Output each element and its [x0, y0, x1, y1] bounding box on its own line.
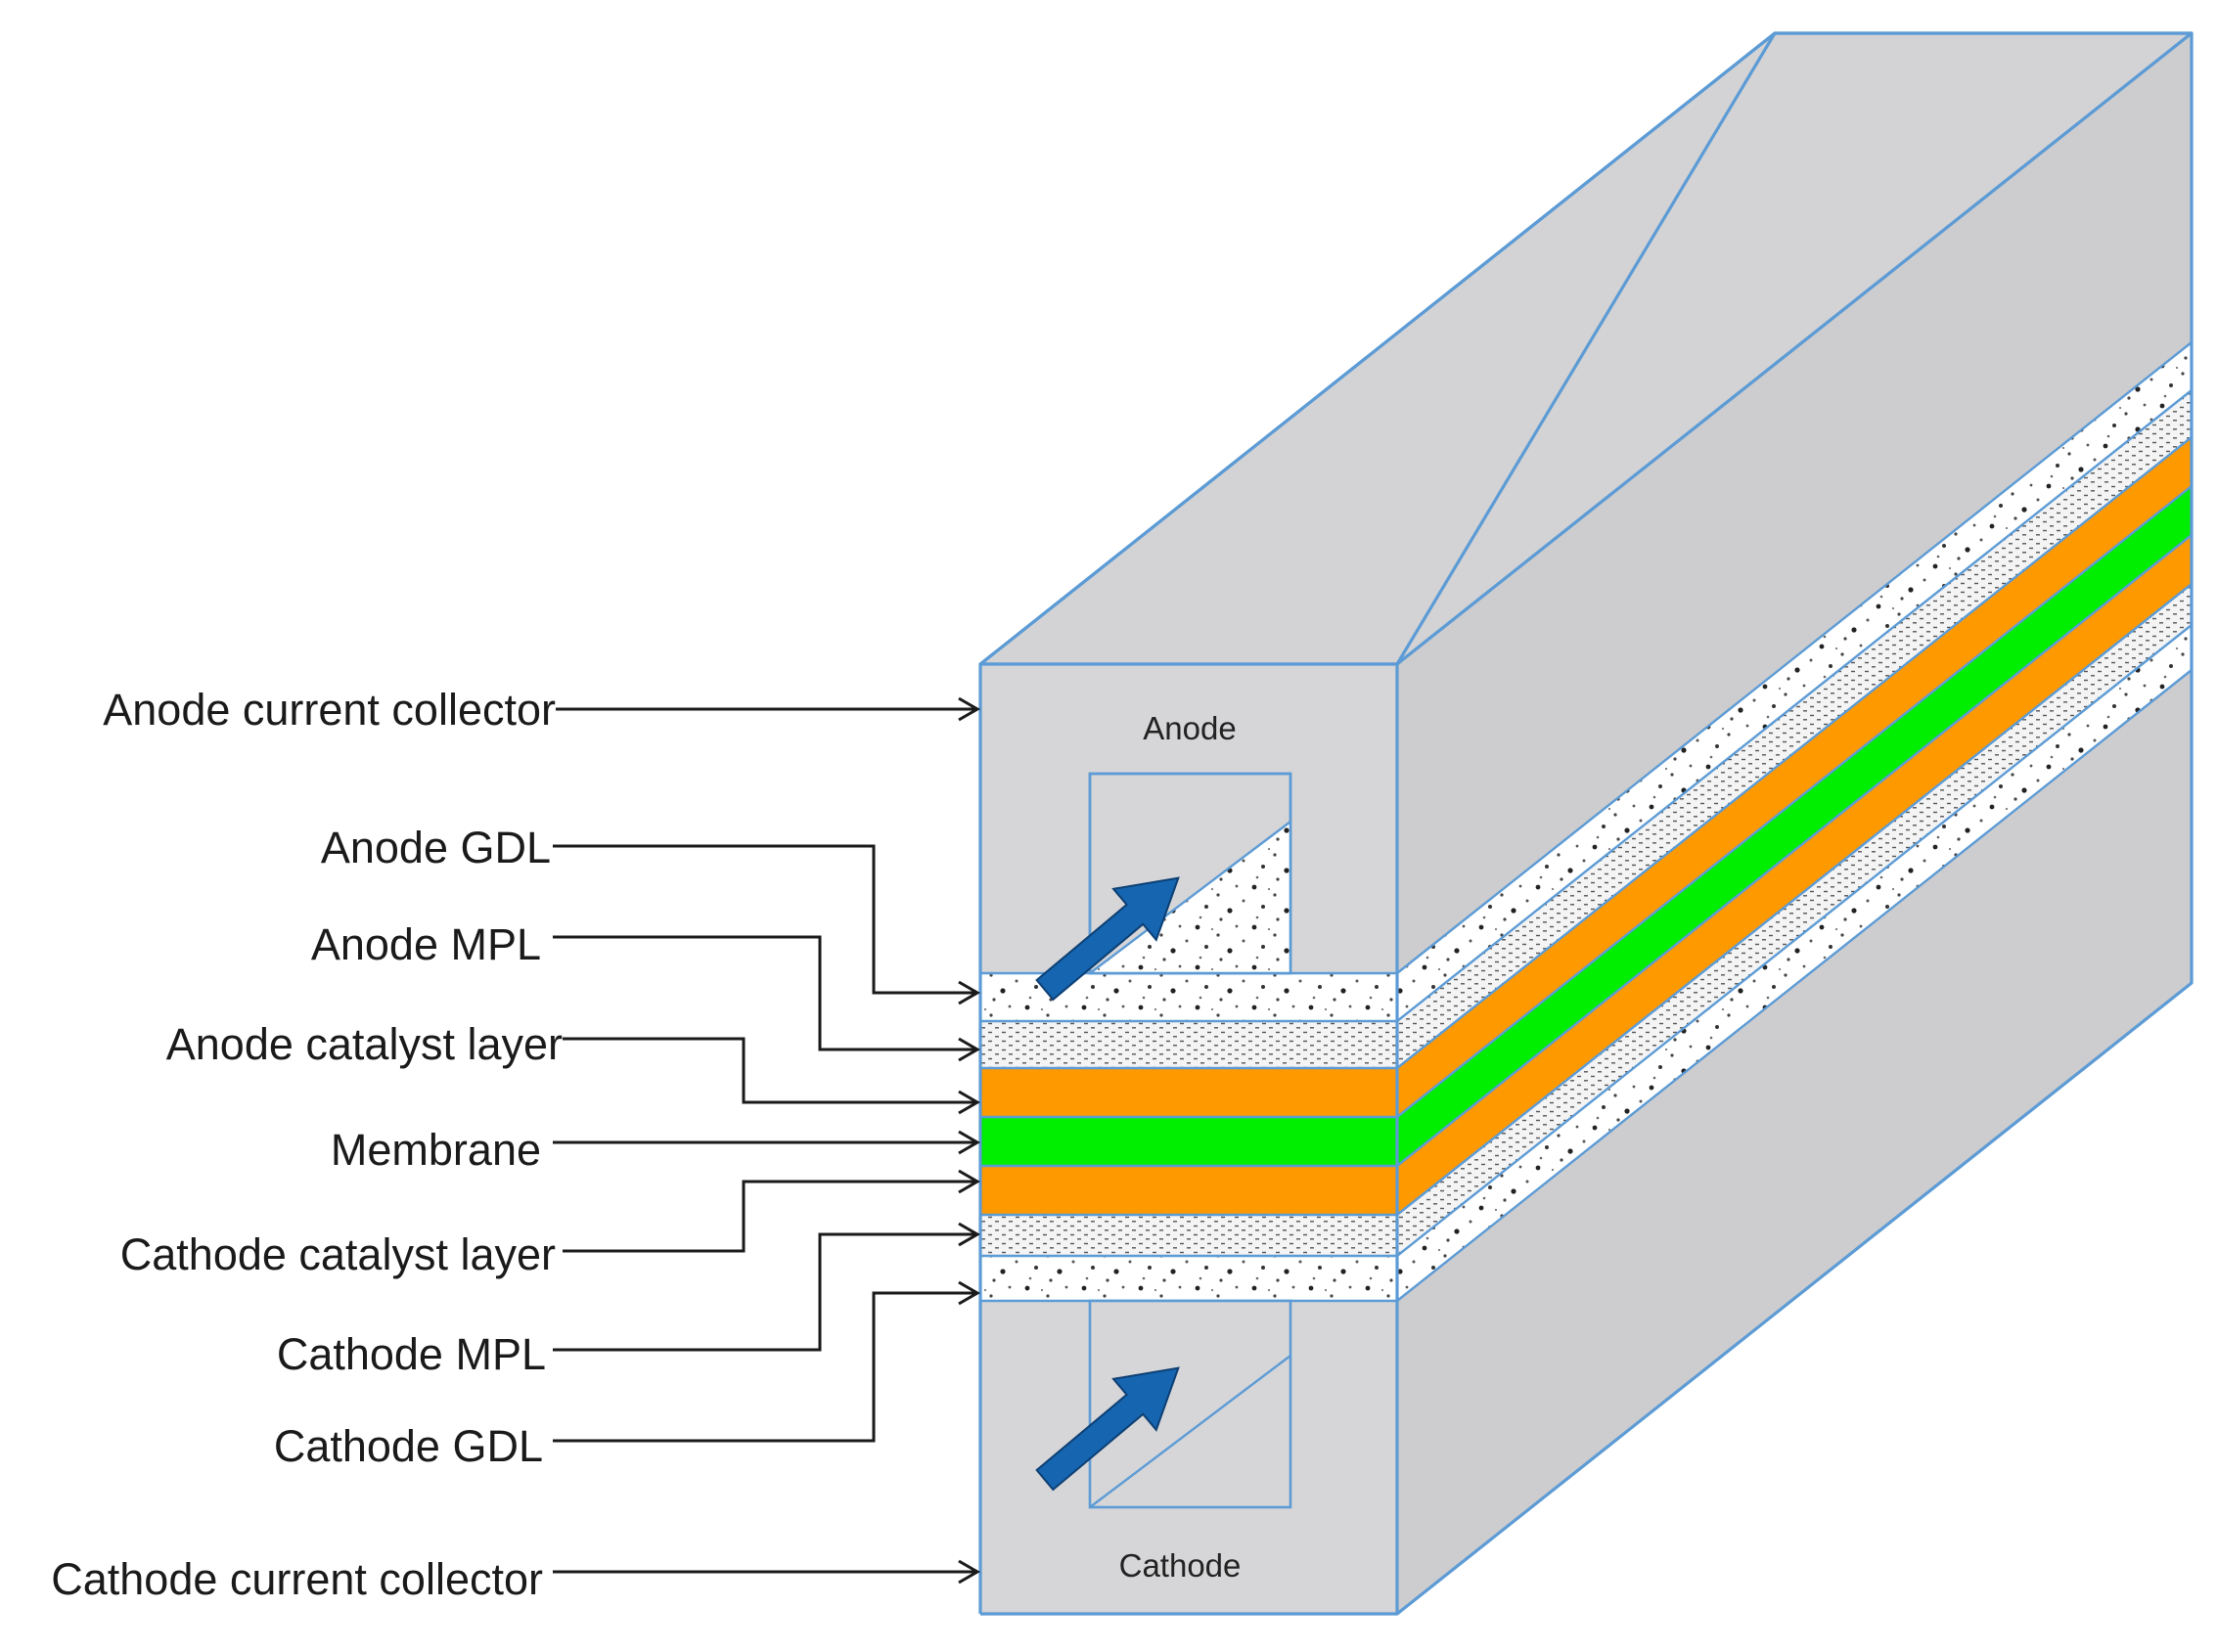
layer-stack-side	[1397, 342, 2192, 1301]
membrane-side	[1397, 486, 2192, 1166]
cathode-gdl-side	[1397, 625, 2192, 1301]
label-anode-current-collector: Anode current collector	[103, 685, 556, 735]
leader-cathode-gdl	[553, 1291, 976, 1443]
arrowhead-cathode-current-collector	[958, 1559, 980, 1585]
anode-gdl-side	[1397, 342, 2192, 1021]
cathode-channel	[1035, 1299, 1292, 1509]
label-anode-gdl: Anode GDL	[321, 823, 551, 872]
anode-catalyst-front	[980, 1068, 1397, 1117]
cathode-mpl-side	[1397, 584, 2192, 1256]
layer-boundaries	[980, 341, 2193, 1303]
label-anode-mpl: Anode MPL	[311, 919, 541, 969]
leader-lines	[553, 707, 976, 1574]
label-cathode-current-collector: Cathode current collector	[51, 1554, 543, 1604]
cathode-catalyst-side	[1397, 535, 2192, 1215]
arrowhead-cathode-mpl	[958, 1222, 980, 1247]
arrowhead-membrane	[958, 1130, 980, 1155]
cathode-mpl-front	[980, 1215, 1397, 1256]
cathode-channel-label: Cathode	[1119, 1547, 1242, 1584]
leader-anode-mpl	[553, 935, 976, 1051]
leader-cathode-mpl	[553, 1232, 976, 1352]
arrowhead-anode-gdl	[958, 980, 980, 1005]
anode-flow-arrow-icon	[1035, 876, 1180, 1002]
arrowhead-cathode-gdl	[958, 1280, 980, 1306]
cathode-gdl-front	[980, 1256, 1397, 1301]
membrane-front	[980, 1117, 1397, 1166]
layer-stack-front	[980, 973, 1397, 1301]
anode-channel	[1035, 772, 1292, 1002]
label-cathode-catalyst-layer: Cathode catalyst layer	[120, 1229, 556, 1279]
anode-catalyst-side	[1397, 437, 2192, 1117]
label-cathode-mpl: Cathode MPL	[277, 1329, 546, 1379]
leader-anode-gdl	[553, 844, 976, 995]
arrowhead-anode-current-collector	[958, 696, 980, 722]
label-membrane: Membrane	[331, 1125, 541, 1175]
callout-labels: Anode current collector Anode GDL Anode …	[51, 685, 563, 1604]
anode-mpl-front	[980, 1021, 1397, 1068]
block-outline	[978, 31, 2194, 1616]
cathode-catalyst-front	[980, 1166, 1397, 1215]
cathode-collector-side-face	[1397, 670, 2192, 1614]
arrowhead-anode-catalyst	[958, 1090, 980, 1115]
arrowhead-anode-mpl	[958, 1037, 980, 1062]
label-anode-catalyst-layer: Anode catalyst layer	[166, 1019, 563, 1069]
label-cathode-gdl: Cathode GDL	[274, 1421, 543, 1471]
arrowhead-cathode-catalyst	[958, 1169, 980, 1194]
anode-channel-label: Anode	[1143, 710, 1236, 746]
leader-cathode-catalyst	[563, 1180, 976, 1253]
leader-arrowheads	[958, 696, 980, 1585]
anode-mpl-side	[1397, 390, 2192, 1068]
cathode-flow-arrow-icon	[1035, 1366, 1180, 1492]
leader-anode-catalyst	[563, 1037, 976, 1104]
anode-collector-side-face	[1397, 33, 2192, 973]
